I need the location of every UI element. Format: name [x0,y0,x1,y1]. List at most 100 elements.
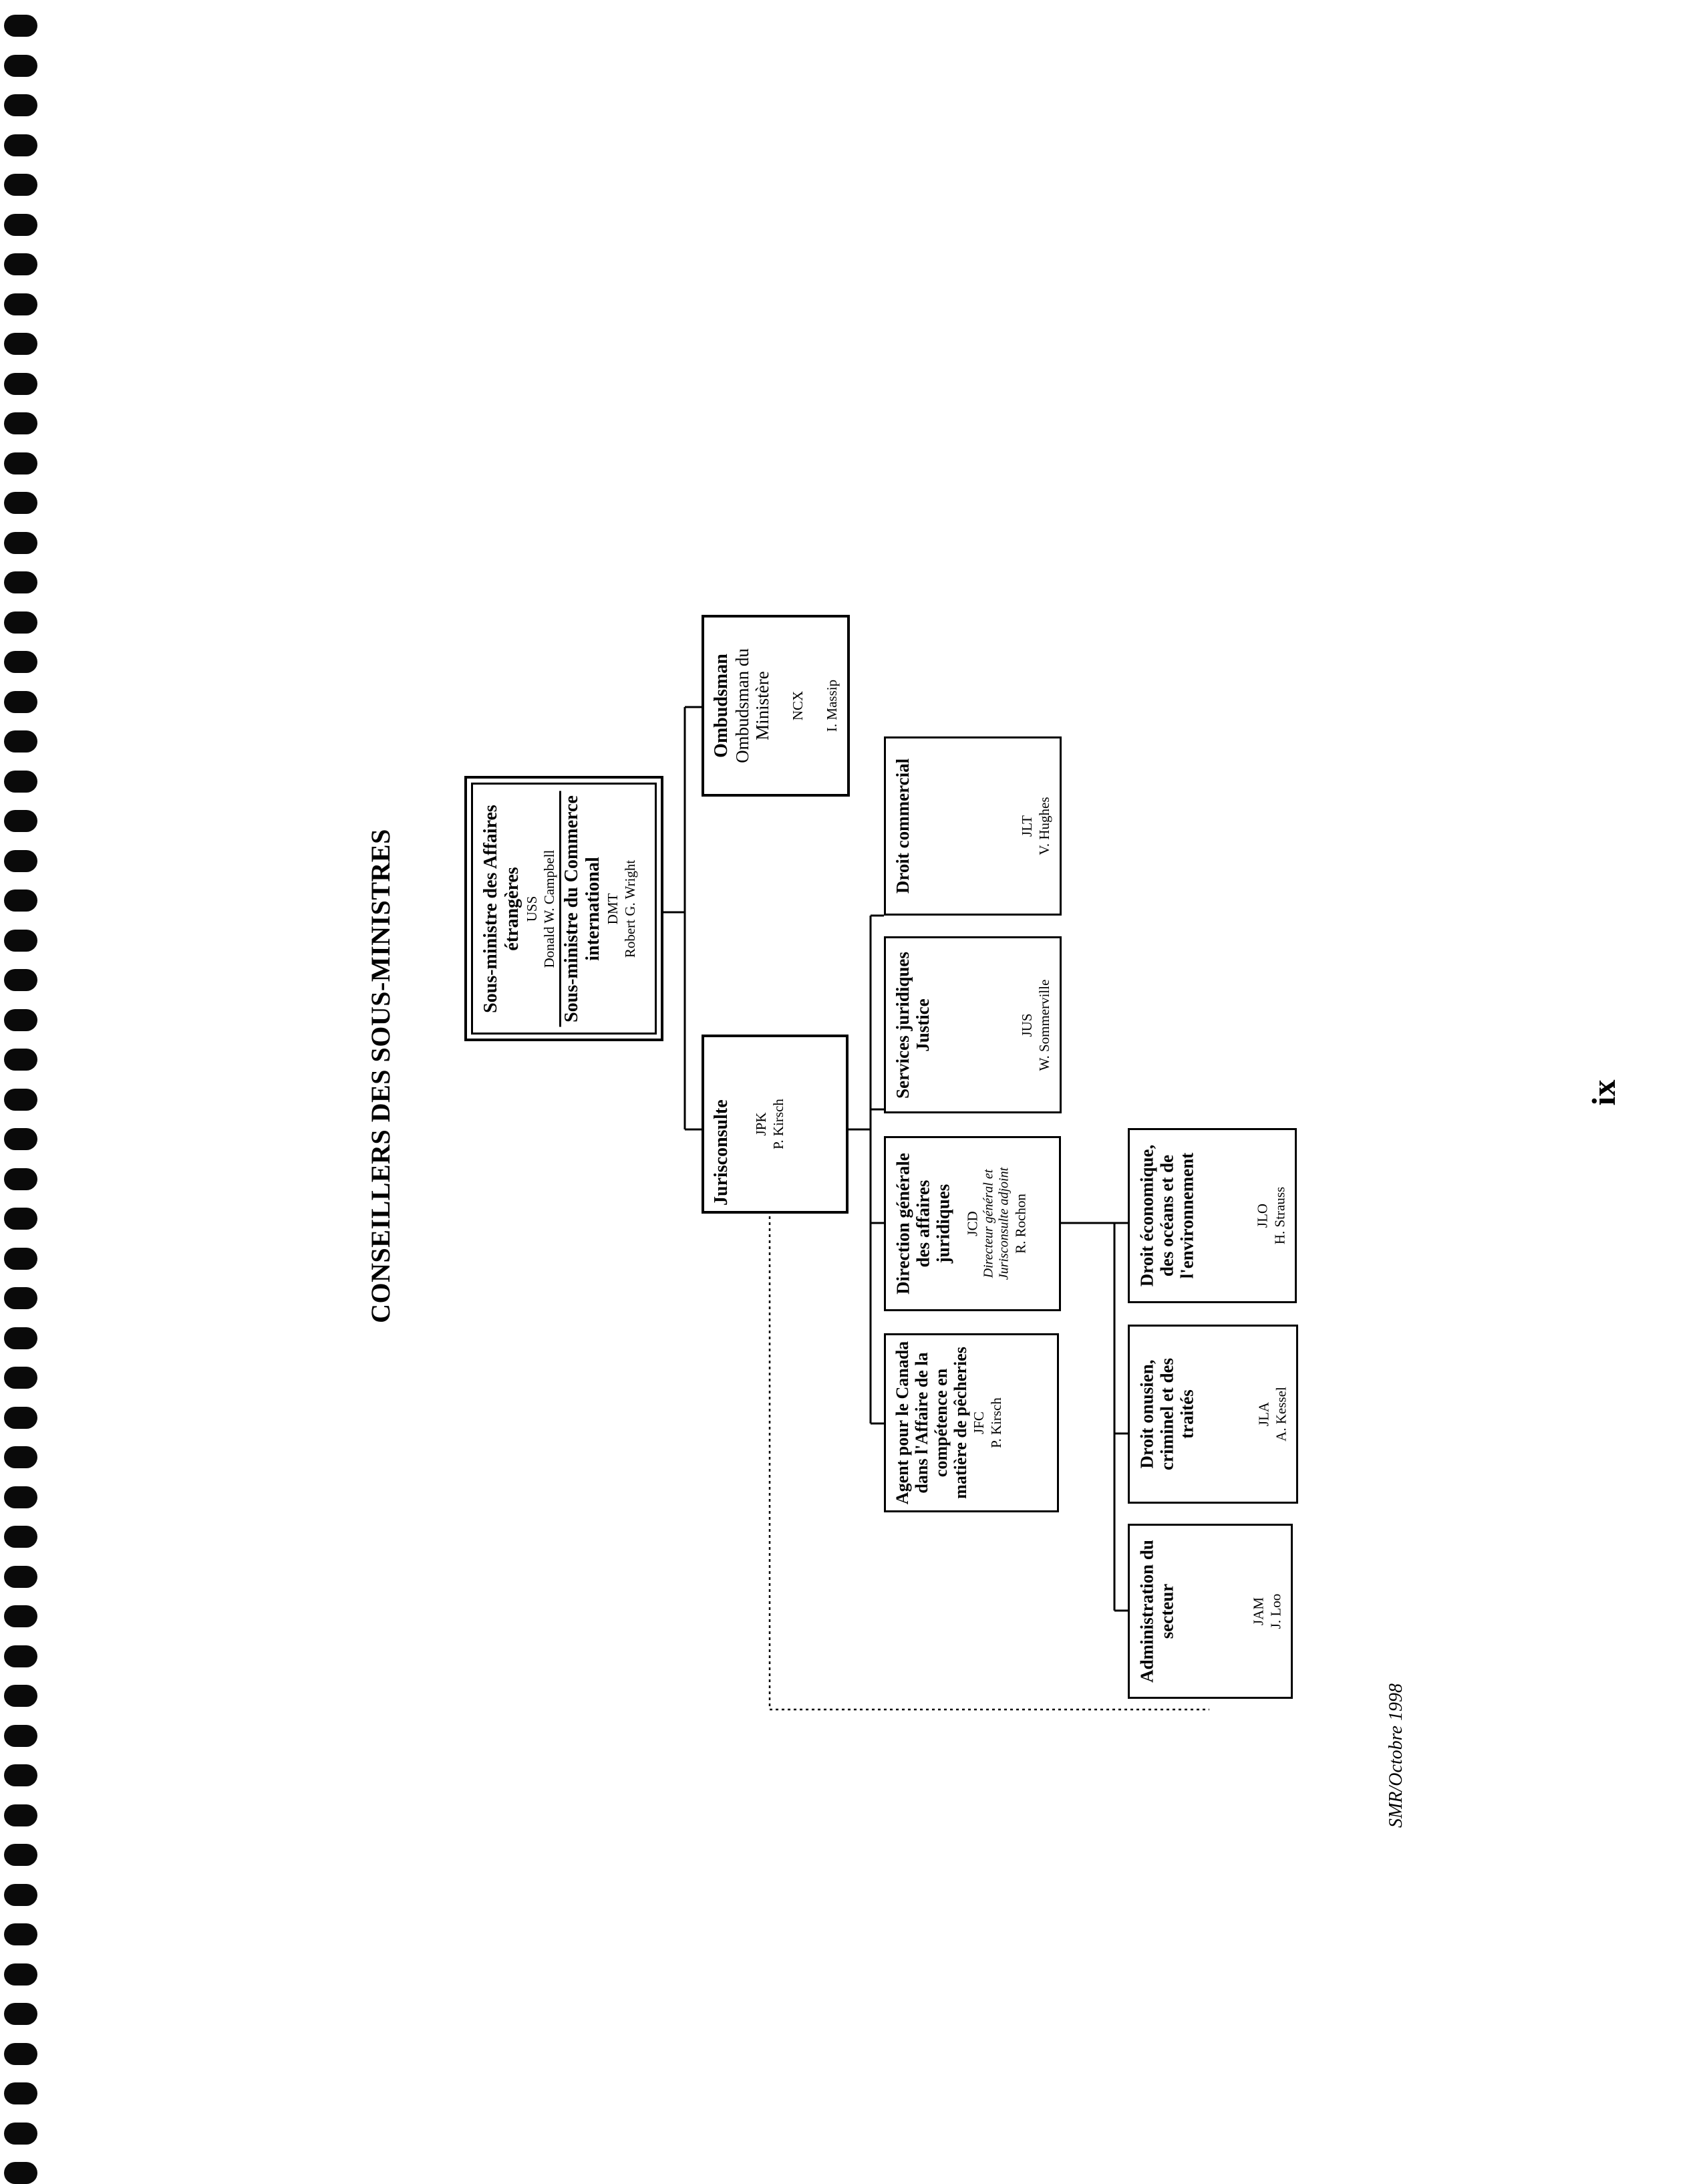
direction-generale-name: R. Rochon [1012,1194,1028,1254]
binding-hole [4,2162,37,2184]
binding-hole [4,770,37,793]
binding-hole [4,651,37,673]
binding-hole [4,2042,37,2065]
binding-hole [4,2003,37,2025]
binding-hole [4,1088,37,1111]
binding-hole [4,1327,37,1349]
direction-generale-code: JCD [964,1211,980,1236]
administration-title: Administration du secteur [1136,1540,1177,1683]
binding-hole [4,531,37,554]
agent-canada-code: JFC [971,1411,987,1434]
org-box-sous-ministres: Sous-ministre des Affaires étrangères US… [471,783,657,1035]
binding-hole [4,372,37,395]
binding-hole [4,690,37,713]
services-juridiques-title: Services juridiques Justice [893,951,933,1099]
footer-note: SMR/Octobre 1998 [1386,1683,1406,1828]
binding-hole [4,1844,37,1866]
services-juridiques-name: W. Sommerville [1036,979,1052,1071]
services-juridiques-code: JUS [1019,1012,1035,1037]
binding-hole [4,1367,37,1389]
binding-hole [4,730,37,753]
administration-name: J. Loo [1267,1593,1283,1629]
binding-hole [4,54,37,77]
binding-hole [4,929,37,952]
binding-hole [4,412,37,434]
binding-hole [4,134,37,156]
binding-hole [4,810,37,832]
droit-onusien-code: JLA [1255,1401,1271,1427]
binding-hole [4,293,37,315]
page-number: ix [1585,1079,1622,1106]
direction-generale-title: Direction générale des affaires juridiqu… [893,1153,953,1294]
binding-hole [4,969,37,991]
sous-ministre-ae-title: Sous-ministre des Affaires étrangères [480,804,522,1013]
binding-hole [4,1128,37,1150]
sous-ministre-ci-code: DMT [605,893,621,924]
droit-economique-title: Droit économique, des océans et de l'env… [1136,1144,1197,1287]
binding-hole [4,1049,37,1071]
droit-onusien-name: A. Kessel [1273,1387,1289,1442]
binding-hole [4,571,37,593]
droit-onusien-title: Droit onusien, criminel et des traités [1136,1358,1197,1470]
binding-hole [4,1923,37,1945]
binding-hole [4,2082,37,2104]
binding-hole [4,1565,37,1588]
org-box-droit-commercial: Droit commercial JLT V. Hughes [884,736,1062,916]
ombudsman-name: I. Massip [824,679,840,732]
ombudsman-title: Ombudsman [711,654,732,758]
binding-hole [4,174,37,196]
binding-hole [4,1208,37,1230]
droit-commercial-code: JLT [1019,815,1035,837]
org-box-droit-economique: Droit économique, des océans et de l'env… [1128,1128,1297,1303]
org-box-agent-canada: Agent pour le Canada dans l'Affaire de l… [884,1333,1059,1512]
sous-ministre-ci-title: Sous-ministre du Commerce international [561,795,603,1022]
administration-code: JAM [1250,1597,1266,1626]
binding-hole [4,1168,37,1190]
page-title: CONSEILLERS DES SOUS-MINISTRES [365,829,396,1323]
binding-hole [4,1446,37,1468]
binding-hole [4,1008,37,1031]
sous-ministre-ae-code: USS [524,896,540,922]
binding-hole [4,94,37,116]
sous-ministre-ci-name: Robert G. Wright [622,859,638,958]
droit-economique-name: H. Strauss [1271,1186,1287,1245]
jurisconsulte-code: JPK [753,1112,769,1136]
droit-commercial-name: V. Hughes [1036,797,1052,855]
binding-hole [4,253,37,275]
binding-hole [4,1486,37,1508]
binding-hole [4,890,37,912]
binding-hole [4,1963,37,1986]
org-box-droit-onusien: Droit onusien, criminel et des traités J… [1128,1325,1298,1504]
jurisconsulte-name: P. Kirsch [770,1099,786,1149]
binding-hole [4,213,37,236]
direction-generale-role: Directeur général et Jurisconsulte adjoi… [981,1167,1011,1280]
binding-hole [4,1645,37,1667]
spiral-binding [0,0,53,2184]
binding-hole [4,1287,37,1309]
ombudsman-subtitle: Ombudsman du Ministère [732,648,772,763]
binding-hole [4,333,37,355]
droit-commercial-title: Droit commercial [893,758,913,894]
binding-hole [4,1764,37,1786]
binding-hole [4,2122,37,2145]
binding-hole [4,452,37,474]
top-box-outer-border [464,776,663,1041]
binding-hole [4,1526,37,1548]
org-box-jurisconsulte: Jurisconsulte JPK P. Kirsch [702,1035,849,1214]
binding-hole [4,1247,37,1270]
binding-hole [4,1685,37,1707]
binding-hole [4,1406,37,1429]
binding-hole [4,1883,37,1906]
binding-hole [4,15,37,37]
jurisconsulte-title: Jurisconsulte [711,1099,732,1206]
droit-economique-code: JLO [1254,1203,1270,1228]
binding-hole [4,492,37,514]
org-box-ombudsman: Ombudsman Ombudsman du Ministère NCX I. … [702,615,850,797]
org-box-administration: Administration du secteur JAM J. Loo [1128,1524,1293,1699]
agent-canada-name: P. Kirsch [988,1397,1004,1448]
org-box-direction-generale: Direction générale des affaires juridiqu… [884,1136,1061,1311]
binding-hole [4,1605,37,1627]
binding-hole [4,1804,37,1826]
agent-canada-title: Agent pour le Canada dans l'Affaire de l… [893,1341,970,1505]
